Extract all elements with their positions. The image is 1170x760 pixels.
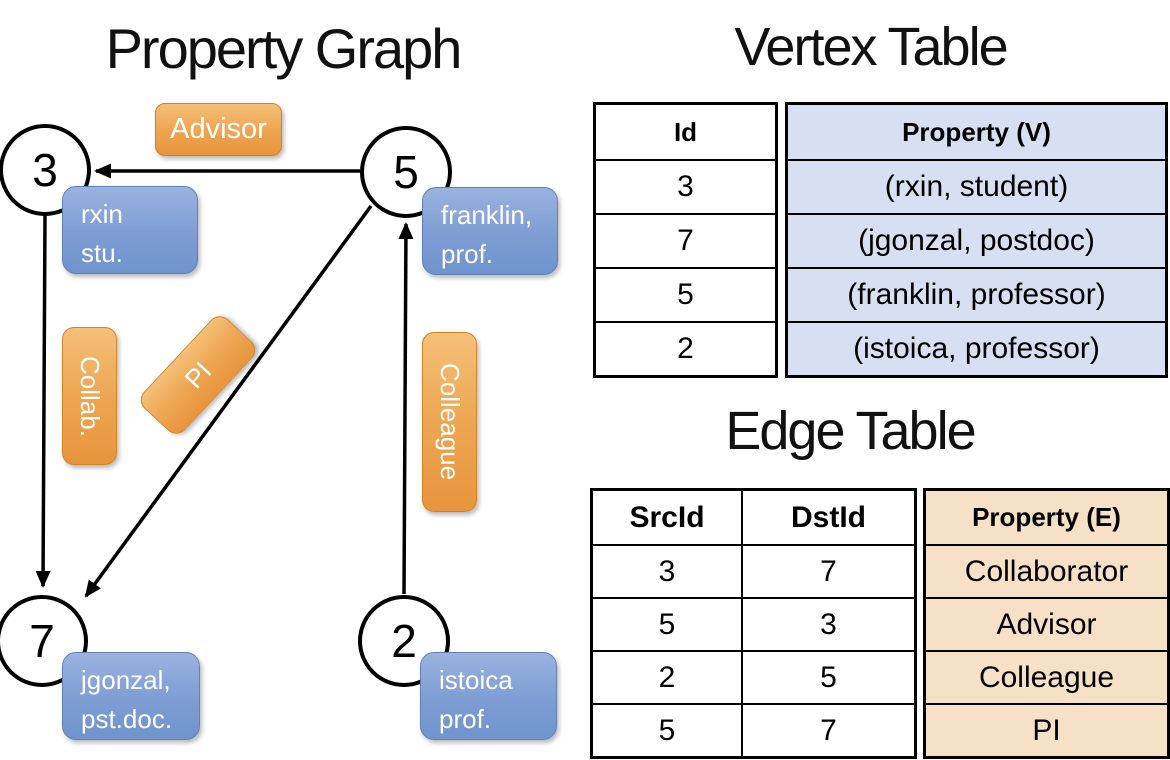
vertex-label-line: istoica [439, 665, 513, 695]
edge-table-title: Edge Table [725, 401, 976, 461]
property-graph-title: Property Graph [105, 17, 463, 80]
vertex-property-label-istoica: istoica prof. [420, 652, 557, 740]
edge-table-header-property: Property (E) [926, 491, 1167, 544]
vertex-label-line: rxin [81, 199, 123, 229]
vertex-id-2: 2 [391, 615, 417, 667]
edge-table-src-dst-columns: SrcId DstId 3 7 5 3 2 5 5 7 [590, 488, 917, 759]
edge-label-collab: Collab. [62, 327, 117, 465]
vertex-label-line: jgonzal, [81, 665, 171, 695]
vertex-id-5: 5 [393, 146, 419, 198]
edge-table-cell-dstid: 3 [741, 597, 914, 650]
edge-table-header-srcid: SrcId [629, 500, 705, 534]
vertex-label-line: prof. [439, 704, 492, 734]
vertex-circle-5: 5 [360, 126, 452, 218]
vertex-circle-3: 3 [0, 124, 91, 216]
vertex-id-7: 7 [29, 615, 55, 667]
edge-table-cell-srcid: 5 [593, 597, 741, 650]
vertex-table-title: Vertex Table [734, 17, 1008, 77]
vertex-property-label-franklin: franklin, prof. [422, 187, 558, 275]
vertex-table-cell-property: (jgonzal, postdoc) [788, 213, 1165, 267]
vertex-table-header-property: Property (V) [788, 105, 1165, 159]
edge-table-cell-dstid: 5 [741, 650, 914, 703]
vertex-property-label-jgonzal: jgonzal, pst.doc. [62, 652, 200, 740]
edge-arrow-colleague-2-to-5 [398, 222, 414, 595]
edge-arrow-collab-3-to-7 [35, 214, 51, 588]
vertex-table-cell-property: (franklin, professor) [788, 267, 1165, 321]
edge-table-cell-property: Collaborator [926, 544, 1167, 597]
vertex-table-id-column: Id 3 7 5 2 [593, 102, 778, 378]
vertex-table-cell-id: 7 [596, 213, 775, 267]
vertex-label-line: franklin, [441, 200, 533, 230]
vertex-property-label-rxin: rxin stu. [62, 186, 198, 274]
vertex-label-line: prof. [441, 239, 494, 269]
edge-table-cell-dstid: 7 [741, 544, 914, 597]
edge-label-advisor: Advisor [155, 103, 282, 156]
edge-label-colleague: Colleague [422, 332, 477, 512]
vertex-table-cell-property: (istoica, professor) [788, 321, 1165, 375]
edge-table-cell-srcid: 3 [593, 544, 741, 597]
vertex-table-property-column: Property (V) (rxin, student) (jgonzal, p… [785, 102, 1168, 378]
edge-table-cell-srcid: 5 [593, 703, 741, 756]
edge-table-header-dstid: DstId [741, 491, 914, 544]
edge-label-pi: PI [135, 311, 261, 439]
vertex-table-header-id: Id [673, 116, 698, 147]
vertex-table-cell-id: 2 [596, 321, 775, 375]
edge-table-cell-property: Colleague [926, 650, 1167, 703]
vertex-table-cell-property: (rxin, student) [788, 159, 1165, 213]
vertex-id-3: 3 [32, 144, 58, 196]
edge-table-cell-property: PI [926, 703, 1167, 756]
edge-table-cell-srcid: 2 [593, 650, 741, 703]
vertex-label-line: pst.doc. [81, 704, 173, 734]
vertex-table-cell-id: 3 [596, 159, 775, 213]
vertex-table-cell-id: 5 [596, 267, 775, 321]
edge-table-cell-dstid: 7 [741, 703, 914, 756]
edge-table-cell-property: Advisor [926, 597, 1167, 650]
vertex-label-line: stu. [81, 238, 123, 268]
edge-table-property-column: Property (E) Collaborator Advisor Collea… [923, 488, 1170, 759]
